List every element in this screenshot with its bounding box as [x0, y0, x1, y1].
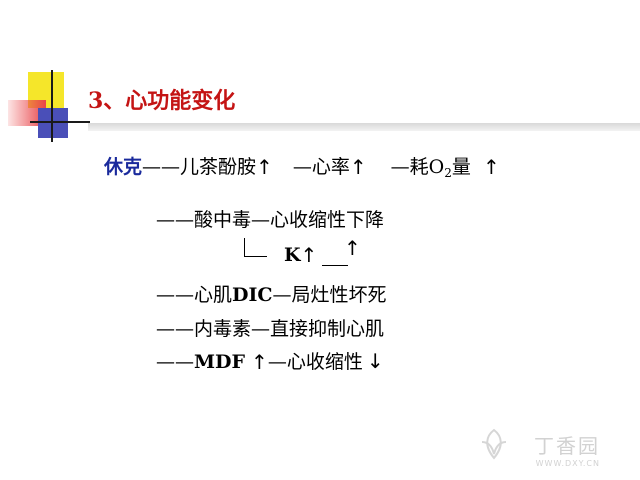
- row-potassium: K↑: [284, 243, 317, 267]
- oxygen-consumption-text: —耗O2量: [390, 156, 471, 180]
- decor-vertical-line: [51, 70, 53, 142]
- shock-label: 休克: [104, 156, 143, 178]
- up-arrow-icon: ↑: [256, 155, 273, 179]
- bracket-connector: [244, 238, 267, 257]
- up-arrow-icon: ↑: [251, 350, 268, 374]
- up-arrow-icon: ↑: [344, 236, 361, 260]
- row-dic: ——心肌DIC—局灶性坏死: [156, 284, 387, 306]
- heart-rate-text: —心率: [292, 156, 350, 178]
- slide-title: 3、心功能变化: [88, 88, 236, 114]
- row-endotoxin: ——内毒素—直接抑制心肌: [156, 318, 385, 340]
- decor-blue-square: [38, 108, 68, 138]
- connector-up-arrow: ↑: [344, 236, 361, 260]
- up-arrow-icon: ↑: [349, 155, 367, 179]
- row-shock: 休克——儿茶酚胺↑ —心率↑ —耗O2量 ↑: [104, 152, 500, 180]
- up-arrow-icon: ↑: [482, 155, 500, 179]
- down-arrow-icon: ↓: [366, 349, 384, 373]
- watermark: 丁香园 WWW.DXY.CN: [534, 430, 600, 468]
- watermark-url: WWW.DXY.CN: [535, 459, 600, 468]
- potassium-label: K: [284, 244, 301, 266]
- connector-rule: [322, 265, 348, 266]
- decor-horizontal-line: [30, 121, 90, 123]
- row-acidosis: ——酸中毒—心收缩性下降: [156, 209, 385, 231]
- catecholamine-text: ——儿茶酚胺: [142, 156, 257, 178]
- watermark-name: 丁香园: [534, 434, 600, 458]
- row-mdf: ——MDF ↑—心收缩性↓: [156, 349, 384, 374]
- dxy-logo-icon: [481, 428, 507, 460]
- title-underline: [88, 123, 640, 131]
- up-arrow-icon: ↑: [300, 243, 318, 267]
